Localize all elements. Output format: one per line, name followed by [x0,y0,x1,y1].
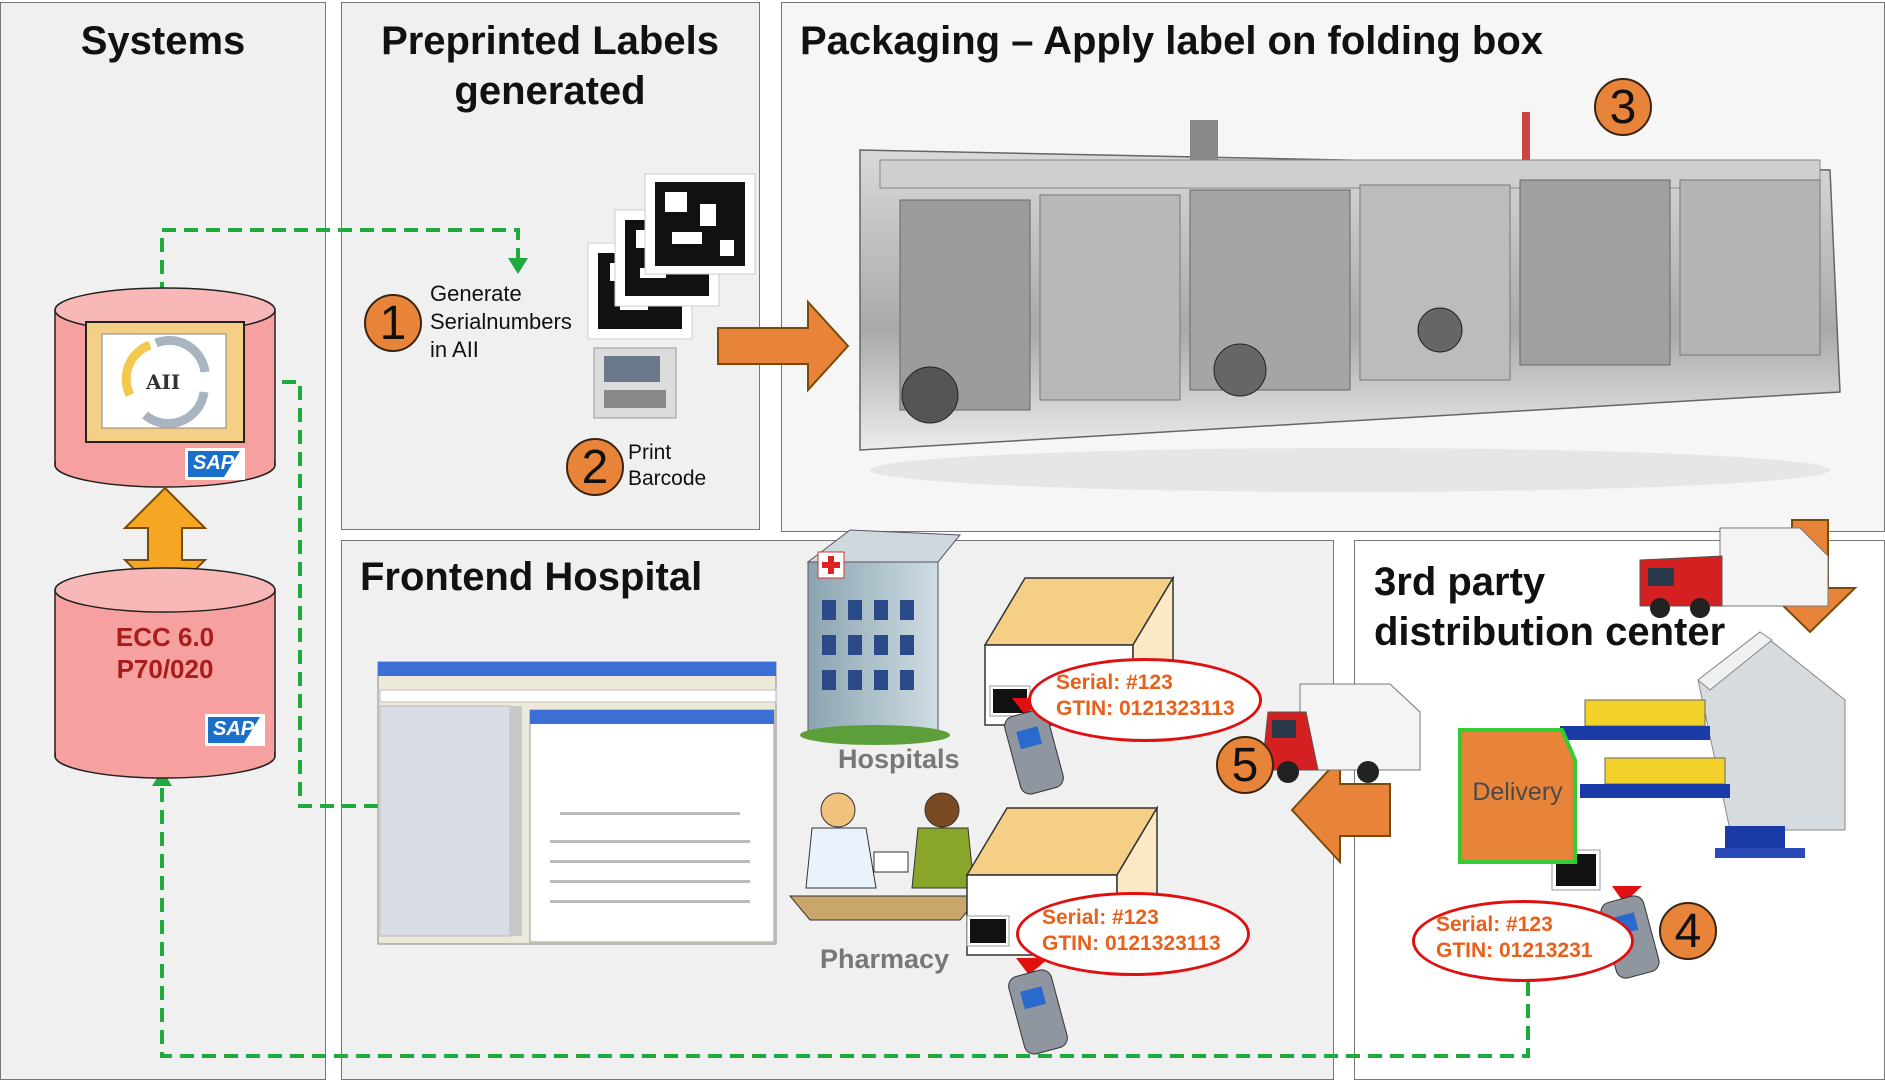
packaging-machine-icon [859,112,1841,492]
arrow-labels-to-packaging [717,299,850,393]
serial-distribution-gtin: GTIN: 01213231 [1436,939,1593,962]
step-number-1: 1 [364,294,422,352]
ecc-label-line2: P70/020 [116,654,214,684]
panel-title-packaging: Packaging – Apply label on folding box [800,19,1544,63]
aii-label: AII [146,370,181,394]
ecc-label-line1: ECC 6.0 [115,622,215,652]
delivery-truck-icon-hospital [1261,683,1421,783]
serial-top-gtin: GTIN: 0121323113 [1056,697,1235,720]
screenshot-window-icon [377,661,777,945]
step-number-2: 2 [566,438,624,496]
serial-bottom-serial: Serial: #123 [1042,906,1159,929]
qr-code-icon-box-bottom [966,915,1010,947]
barcode-scanner-icon-bottom [1008,958,1068,1055]
step2-label-line2: Barcode [628,467,707,490]
label-printer-icon [593,347,677,419]
delivery-truck-icon-distribution [1639,527,1829,618]
sap-logo-icon-bottom [205,714,265,746]
serial-top-serial: Serial: #123 [1056,671,1173,694]
hospitals-label: Hospitals [838,744,960,774]
step1-label-line1: Generate [430,281,522,306]
step-number-5: 5 [1216,736,1274,794]
arrowhead-to-labels [508,258,528,274]
panel-title-systems: Systems [80,19,246,63]
panel-title-distribution-line1: 3rd party [1374,560,1546,604]
arrow-distribution-to-hospital [1290,755,1391,865]
step-number-3: 3 [1594,78,1652,136]
serial-distribution-serial: Serial: #123 [1436,913,1553,936]
step1-label-line3: in AII [430,337,479,362]
warehouse-icon [1560,631,1846,858]
sap-logo-text-top: SAP [193,452,235,474]
step-number-4: 4 [1659,902,1717,960]
sap-logo-icon-top [185,448,245,480]
delivery-document-icon [1458,728,1577,864]
flow-aii-to-labels [160,228,520,318]
serial-bottom-gtin: GTIN: 0121323113 [1042,932,1221,955]
hospital-building-icon [800,529,962,745]
sap-logo-text-bottom: SAP [213,718,255,740]
step1-label-line2: Serialnumbers [430,309,572,334]
serial-oval-bottom [1016,892,1250,976]
serial-oval-distribution [1412,900,1634,982]
flow-distribution-to-ecc [160,780,1530,1058]
qr-code-stack-icon [587,173,756,340]
pharmacist-icon [788,792,982,921]
serial-oval-top [1028,658,1262,742]
pharmacy-label: Pharmacy [820,944,950,974]
delivery-label: Delivery [1472,778,1563,806]
step2-label-line1: Print [628,441,672,464]
panel-title-distribution-line2: distribution center [1374,610,1726,654]
aii-cycle-icon [121,335,210,429]
panel-title-hospital: Frontend Hospital [360,555,703,599]
panel-title-labels: Preprinted Labels generated [381,19,719,113]
